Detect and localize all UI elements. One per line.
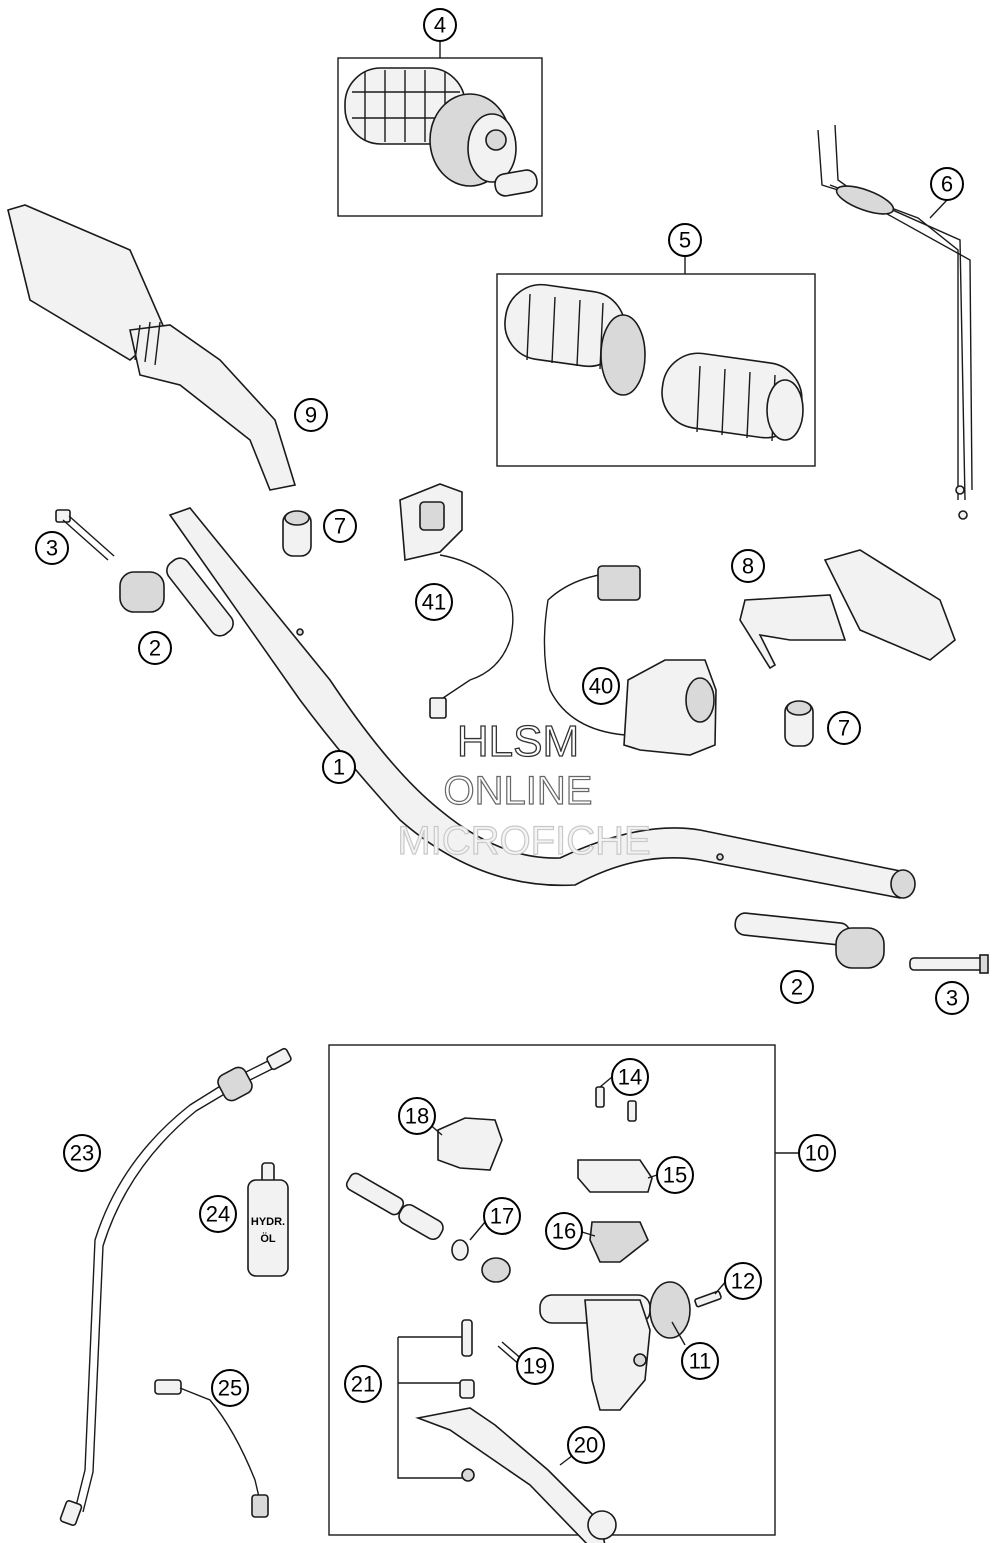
callout-16-label: 16	[552, 1219, 576, 1244]
callout-3-right: 3	[935, 981, 969, 1015]
reservoir-screws-part	[595, 1086, 637, 1122]
callout-25-label: 25	[218, 1376, 242, 1401]
callout-6: 6	[930, 167, 964, 201]
callout-23: 23	[63, 1134, 101, 1172]
watermark-line1: HLSM	[457, 717, 579, 766]
callout-3-left: 3	[35, 531, 69, 565]
callout-21: 21	[344, 1365, 382, 1403]
throttle-grip-part	[344, 67, 538, 197]
callout-41: 41	[415, 583, 453, 621]
brake-assembly-frame	[328, 1044, 776, 1536]
callout-40: 40	[582, 667, 620, 705]
callout-1-label: 1	[333, 755, 345, 780]
callout-5-label: 5	[679, 228, 691, 253]
callout-2-left: 2	[138, 631, 172, 665]
throttle-cable-part	[817, 124, 973, 520]
callout-41-label: 41	[422, 590, 446, 615]
callout-3-right-label: 3	[946, 986, 958, 1011]
screw-right	[909, 954, 989, 974]
brake-lever-part	[415, 1407, 617, 1543]
switch-41-part	[399, 483, 514, 719]
watermark-line2: ONLINE	[444, 769, 593, 813]
callout-19: 19	[516, 1347, 554, 1385]
watermark-line3: MICROFICHE	[397, 819, 650, 863]
bar-end-right	[734, 912, 885, 969]
brake-line-part	[59, 1047, 292, 1527]
hydraulic-oil-bottle: HYDR. ÖL	[247, 1162, 289, 1277]
callout-11-label: 11	[689, 1349, 712, 1374]
callout-7-top-label: 7	[334, 514, 346, 539]
callout-20: 20	[567, 1426, 605, 1464]
master-cylinder-part	[539, 1281, 691, 1411]
callout-18-label: 18	[405, 1104, 429, 1129]
diaphragm-part	[589, 1221, 649, 1263]
grip-set-part	[504, 283, 804, 442]
callout-15: 15	[656, 1156, 694, 1194]
callout-11: 11	[681, 1342, 719, 1380]
callout-8: 8	[731, 549, 765, 583]
callout-4: 4	[423, 8, 457, 42]
callout-2-right-label: 2	[791, 975, 803, 1000]
left-mirror-part	[7, 204, 297, 491]
reservoir-cover-part	[577, 1159, 653, 1193]
callout-17: 17	[483, 1197, 521, 1235]
callout-9-label: 9	[305, 403, 317, 428]
grip-5-frame	[496, 273, 816, 467]
screw-left	[55, 509, 115, 561]
lever-bolt-part	[459, 1319, 475, 1482]
callout-5: 5	[668, 223, 702, 257]
callout-7-right: 7	[827, 711, 861, 745]
callout-18: 18	[398, 1097, 436, 1135]
bar-end-left	[119, 557, 234, 637]
bottle-label-line2: ÖL	[260, 1232, 276, 1245]
clamp-part	[437, 1117, 503, 1171]
callout-6-label: 6	[941, 172, 953, 197]
callout-3-left-label: 3	[46, 536, 58, 561]
callout-19-label: 19	[523, 1354, 547, 1379]
mirror-adapter-top	[282, 510, 312, 557]
bottle-label-line1: HYDR.	[251, 1216, 285, 1228]
callout-2-right: 2	[780, 970, 814, 1004]
callout-24: 24	[199, 1195, 237, 1233]
right-mirror-part	[739, 549, 956, 670]
switch-40-part	[543, 565, 717, 756]
callout-16: 16	[545, 1212, 583, 1250]
callout-7-right-label: 7	[838, 716, 850, 741]
callout-12-label: 12	[731, 1269, 755, 1294]
brake-light-switch-part	[154, 1379, 269, 1518]
callout-17-label: 17	[490, 1204, 514, 1229]
watermark: HLSM ONLINE MICROFICHE	[397, 716, 652, 863]
callout-25: 25	[211, 1369, 249, 1407]
callout-9: 9	[294, 398, 328, 432]
callout-8-label: 8	[742, 554, 754, 579]
part-21-leader-lines	[397, 1336, 462, 1479]
callout-14: 14	[611, 1058, 649, 1096]
callout-4-label: 4	[434, 13, 446, 38]
callout-2-left-label: 2	[149, 636, 161, 661]
callout-7-top: 7	[323, 509, 357, 543]
callout-23-label: 23	[70, 1141, 94, 1166]
callout-1: 1	[322, 750, 356, 784]
callout-12: 12	[724, 1262, 762, 1300]
callout-20-label: 20	[574, 1433, 598, 1458]
mirror-adapter-right	[784, 700, 814, 747]
callout-15-label: 15	[663, 1163, 687, 1188]
callout-10-label: 10	[805, 1141, 829, 1166]
piston-kit-part	[345, 1172, 511, 1283]
callout-10: 10	[798, 1134, 836, 1172]
clamp-screw-part	[694, 1290, 722, 1308]
callout-14-label: 14	[618, 1065, 642, 1090]
callout-40-label: 40	[589, 674, 613, 699]
callout-24-label: 24	[206, 1202, 230, 1227]
callout-21-label: 21	[351, 1372, 375, 1397]
handlebar-part	[168, 507, 916, 899]
